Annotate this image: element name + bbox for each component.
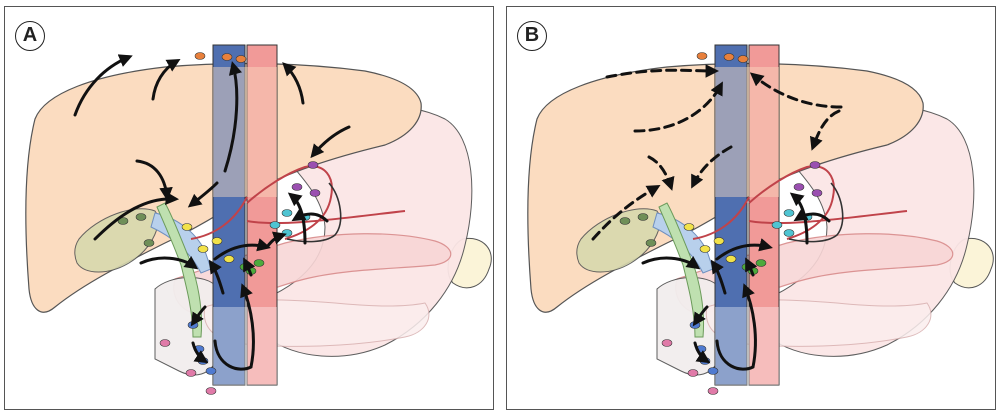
lymph-node-purple (308, 162, 318, 169)
lymph-node-pink (186, 370, 196, 377)
lymph-node-pink (708, 388, 718, 395)
lymph-node-yellow (726, 256, 736, 263)
lymph-node-cyan (772, 222, 782, 229)
lymph-node-orange (724, 54, 734, 61)
lymph-node-orange (236, 56, 246, 63)
lymph-node-purple (810, 162, 820, 169)
panel-label-b: B (517, 21, 547, 51)
lymph-node-pink (662, 340, 672, 347)
lymph-node-blue (708, 368, 718, 375)
lymph-node-darkgreen (144, 240, 154, 247)
lymph-node-yellow (684, 224, 694, 231)
lymph-node-cyan (282, 210, 292, 217)
lymph-node-orange (738, 56, 748, 63)
lymph-node-yellow (212, 238, 222, 245)
panel-label-a: A (15, 21, 45, 51)
lymph-node-purple (310, 190, 320, 197)
lymph-node-darkgreen (620, 218, 630, 225)
lymph-node-darkgreen (136, 214, 146, 221)
lymph-node-orange (222, 54, 232, 61)
lymph-node-yellow (182, 224, 192, 231)
lymph-node-yellow (714, 238, 724, 245)
bowel-overlay (213, 307, 277, 385)
lymph-node-yellow (224, 256, 234, 263)
lymph-node-pink (206, 388, 216, 395)
lymph-node-cyan (270, 222, 280, 229)
lymph-node-green (254, 260, 264, 267)
lymph-node-darkgreen (638, 214, 648, 221)
anatomy-diagram-b (507, 7, 996, 410)
liver-overlay (213, 67, 277, 197)
lymph-node-pink (160, 340, 170, 347)
lymph-node-purple (794, 184, 804, 191)
lymph-node-orange (195, 53, 205, 60)
lymph-node-cyan (784, 210, 794, 217)
lymph-node-orange (697, 53, 707, 60)
lymph-node-darkgreen (646, 240, 656, 247)
lymph-node-blue (206, 368, 216, 375)
lymph-node-yellow (700, 246, 710, 253)
bowel-overlay (715, 307, 779, 385)
panel-a: A (4, 6, 494, 410)
lymph-node-cyan (784, 230, 794, 237)
lymph-node-pink (688, 370, 698, 377)
anatomy-diagram-a (5, 7, 494, 410)
lymph-node-yellow (198, 246, 208, 253)
panel-b: B (506, 6, 996, 410)
lymph-node-green (756, 260, 766, 267)
lymph-node-purple (292, 184, 302, 191)
lymph-node-purple (812, 190, 822, 197)
